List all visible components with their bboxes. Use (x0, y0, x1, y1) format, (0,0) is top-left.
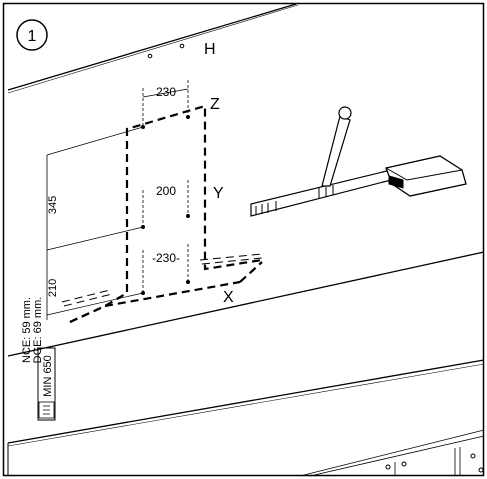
ceiling-anchor-dot (147, 53, 153, 59)
dim-guide-bottom (142, 244, 189, 294)
label-h: H (204, 41, 216, 58)
door-bolt (478, 467, 484, 473)
ceiling-line-inner (7, 4, 299, 94)
dim-height-upper: 345 (47, 196, 59, 214)
motor-housing-edge (385, 167, 463, 181)
min-height-box (37, 347, 56, 421)
bracket-outline (69, 104, 263, 324)
dim-top-width: 230 (156, 85, 176, 99)
bracket-bottom-edge (104, 280, 241, 308)
opener-rail (250, 169, 392, 217)
motor-housing (385, 155, 467, 197)
rail-end-marks (255, 201, 277, 215)
bracket-base-right (199, 253, 263, 265)
dim-middle-width: 200 (156, 184, 176, 198)
step-circle (16, 19, 48, 51)
level-symbol-marks (43, 405, 50, 415)
label-x: X (223, 289, 234, 306)
step-number: 1 (28, 28, 37, 45)
door-bolt (470, 453, 476, 459)
bracket-return (69, 261, 263, 324)
opener-assembly (250, 106, 467, 217)
dim-min-height: MIN 650 (42, 355, 54, 397)
level-symbol-icon (38, 401, 55, 419)
dim-line-top (142, 88, 189, 98)
motor-light-icon (388, 175, 404, 189)
dim-extension-lines (46, 126, 144, 316)
rail-mid-marks (318, 185, 334, 198)
label-z: Z (210, 96, 220, 113)
ceiling-anchor-dot (179, 43, 185, 49)
door-panel-edge (299, 429, 485, 477)
label-y: Y (213, 185, 224, 202)
dim-height-lower: 210 (47, 279, 59, 297)
ceiling-line (7, 3, 297, 91)
floor-line (7, 359, 485, 444)
release-knob (338, 106, 352, 120)
bracket-base-left (61, 289, 113, 307)
door-panel-divider (394, 447, 461, 476)
release-arm (321, 115, 351, 187)
door-bolt (401, 461, 407, 467)
wall-floor-edge (7, 251, 485, 357)
floor-line-inner (7, 363, 485, 447)
note-nce: NCE: 59 mm. (21, 297, 33, 363)
door-bolt (385, 464, 391, 470)
dim-bottom-width: -230- (152, 251, 180, 265)
dim-guide-top (142, 80, 189, 128)
dim-guide-middle (142, 180, 189, 228)
note-dge: DGE: 69 mm. (32, 297, 44, 364)
